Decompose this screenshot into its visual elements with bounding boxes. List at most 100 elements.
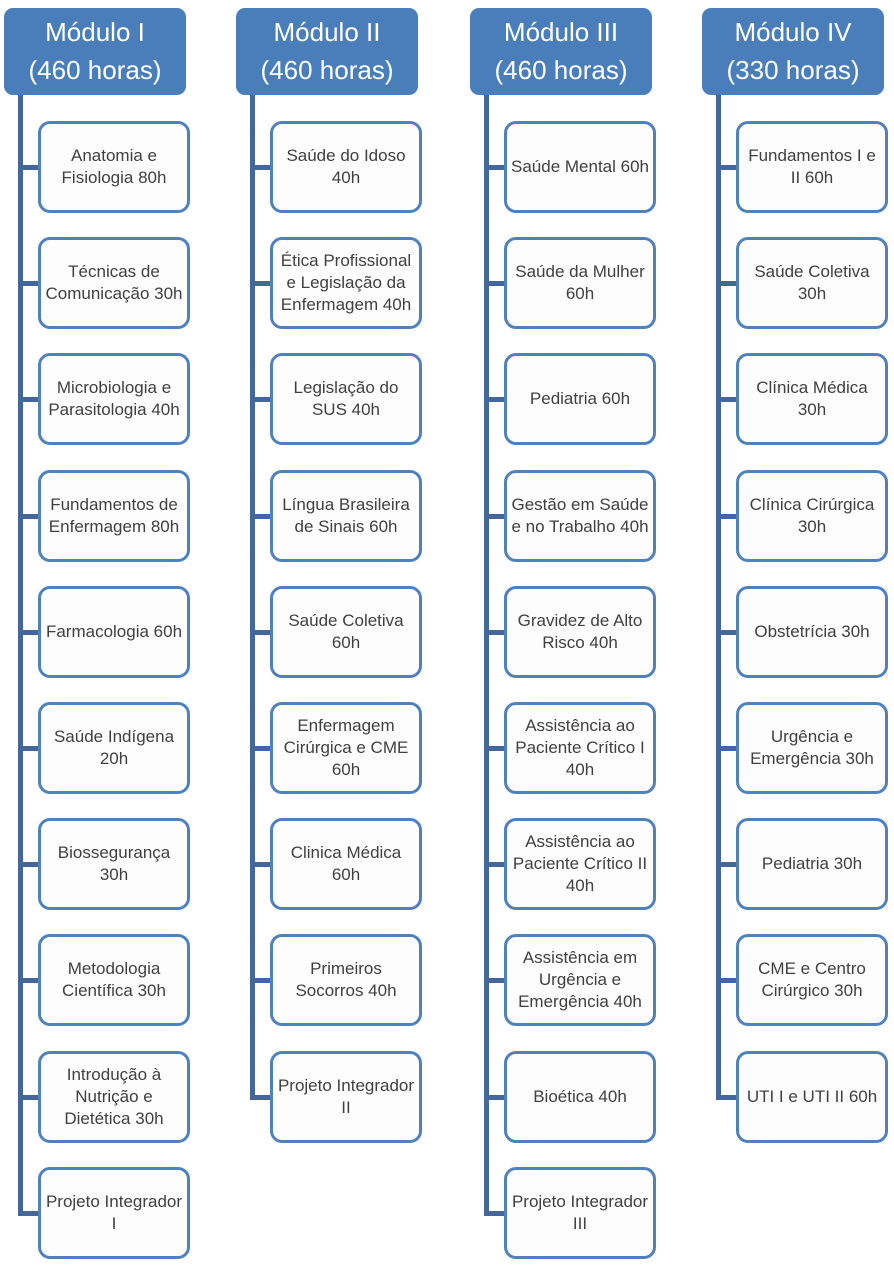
course-label: Assistência ao Paciente Crítico I 40h [515,715,645,780]
trunk-line [18,95,23,1215]
connector-line [484,630,504,635]
course-box: Saúde Mental 60h [504,121,656,213]
connector-line [484,514,504,519]
connector-line [716,746,736,751]
connector-line [250,630,270,635]
course-box: Projeto Integrador II [270,1051,422,1143]
module-hours: (460 horas) [494,55,628,85]
course-label: Língua Brasileira de Sinais 60h [282,494,410,536]
course-label: Enfermagem Cirúrgica e CME 60h [283,715,409,780]
course-box: Microbiologia e Parasitologia 40h [38,353,190,445]
course-label: Pediatria 30h [761,853,863,873]
connector-line [18,397,38,402]
connector-line [250,1095,270,1100]
connector-line [250,978,270,983]
course-box: Assistência em Urgência e Emergência 40h [504,934,656,1026]
course-label: Bioética 40h [533,1086,627,1106]
course-label: Saúde Indígena 20h [53,726,175,768]
course-box: Saúde do Idoso 40h [270,121,422,213]
connector-line [250,397,270,402]
course-box: Clínica Cirúrgica 30h [736,470,888,562]
course-box: Farmacologia 60h [38,586,190,678]
course-label: Introdução à Nutrição e Dietética 30h [64,1064,164,1129]
connector-line [250,862,270,867]
course-label: Gestão em Saúde e no Trabalho 40h [511,494,649,536]
course-label: Metodologia Científica 30h [62,958,166,1000]
course-box: Bioética 40h [504,1051,656,1143]
course-label: Biossegurança 30h [57,842,171,884]
course-box: Assistência ao Paciente Crítico II 40h [504,818,656,910]
course-box: Introdução à Nutrição e Dietética 30h [38,1051,190,1143]
module-column: Módulo II (460 horas) Saúde do Idoso 40h… [236,8,426,1263]
connector-line [484,397,504,402]
connector-line [716,630,736,635]
course-box: Fundamentos I e II 60h [736,121,888,213]
course-box: Fundamentos de Enfermagem 80h [38,470,190,562]
course-label: Assistência ao Paciente Crítico II 40h [512,831,648,896]
course-label: CME e Centro Cirúrgico 30h [758,958,866,1000]
connector-line [18,862,38,867]
course-box: Saúde Coletiva 30h [736,237,888,329]
connector-line [716,514,736,519]
trunk-line [716,95,721,1099]
module-title: Módulo II [273,17,381,48]
connector-line [18,281,38,286]
course-box: Assistência ao Paciente Crítico I 40h [504,702,656,794]
connector-line [716,978,736,983]
course-label: Clinica Médica 60h [290,842,402,884]
course-box: Obstetrícia 30h [736,586,888,678]
connector-line [716,1095,736,1100]
course-label: Saúde Mental 60h [511,156,649,176]
course-label: Saúde do Idoso 40h [286,145,406,187]
course-label: Microbiologia e Parasitologia 40h [48,377,180,419]
course-box: Urgência e Emergência 30h [736,702,888,794]
module-column: Módulo I (460 horas) Anatomia e Fisiolog… [4,8,194,1263]
module-header: Módulo I (460 horas) [4,8,186,95]
course-label: Saúde da Mulher 60h [515,261,645,303]
connector-line [18,1095,38,1100]
module-column: Módulo IV (330 horas) Fundamentos I e II… [702,8,892,1263]
course-box: Gravidez de Alto Risco 40h [504,586,656,678]
module-header: Módulo II (460 horas) [236,8,418,95]
connector-line [18,165,38,170]
connector-line [18,1211,38,1216]
trunk-line [484,95,489,1215]
course-box: Gestão em Saúde e no Trabalho 40h [504,470,656,562]
course-box: Projeto Integrador I [38,1167,190,1259]
module-title: Módulo III [503,17,619,48]
course-label: Urgência e Emergência 30h [750,726,874,768]
course-box: Legislação do SUS 40h [270,353,422,445]
connector-line [484,746,504,751]
module-hours: (460 horas) [260,55,394,85]
course-label: Primeiros Socorros 40h [295,958,397,1000]
connector-line [18,630,38,635]
connector-line [716,397,736,402]
connector-line [18,978,38,983]
connector-line [18,514,38,519]
course-box: Técnicas de Comunicação 30h [38,237,190,329]
connector-line [484,1211,504,1216]
course-box: Clinica Médica 60h [270,818,422,910]
module-title: Módulo I [45,17,145,48]
connector-line [18,746,38,751]
connector-line [484,281,504,286]
course-label: Fundamentos I e II 60h [748,145,876,187]
course-label: Projeto Integrador III [511,1191,649,1233]
connector-line [716,862,736,867]
module-column: Módulo III (460 horas) Saúde Mental 60h … [470,8,660,1263]
module-header: Módulo IV (330 horas) [702,8,884,95]
course-box: Saúde da Mulher 60h [504,237,656,329]
connector-line [716,281,736,286]
course-box: Saúde Coletiva 60h [270,586,422,678]
course-box: Pediatria 60h [504,353,656,445]
course-box: CME e Centro Cirúrgico 30h [736,934,888,1026]
course-label: Ética Profissional e Legislação da Enfer… [280,250,412,315]
course-label: Projeto Integrador I [45,1191,183,1233]
course-box: Pediatria 30h [736,818,888,910]
course-box: Clínica Médica 30h [736,353,888,445]
connector-line [250,165,270,170]
course-label: Fundamentos de Enfermagem 80h [48,494,180,536]
course-label: Técnicas de Comunicação 30h [45,261,183,303]
course-label: Projeto Integrador II [277,1075,415,1117]
